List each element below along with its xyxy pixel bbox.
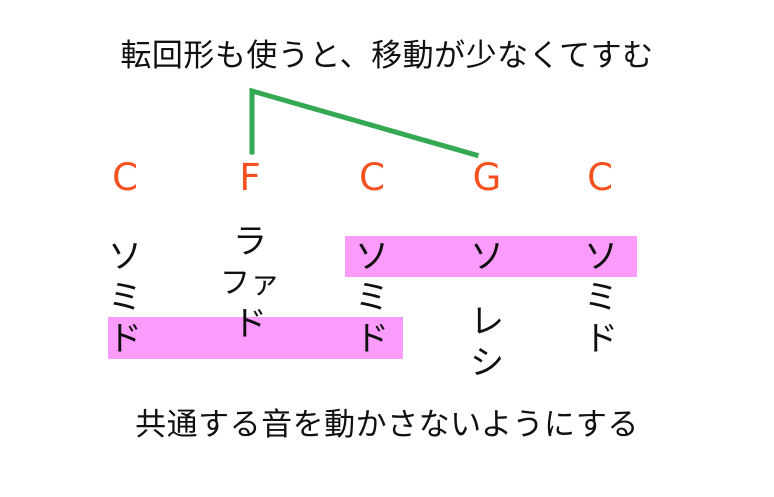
note-stack-5: ソ ミ ド bbox=[566, 237, 636, 360]
note-4-middle: レ bbox=[470, 302, 504, 342]
note-stack-1: ソ ミ ド bbox=[90, 237, 160, 360]
highlight-bar-common-so bbox=[345, 236, 637, 277]
bottom-caption: 共通する音を動かさないようにする bbox=[135, 407, 639, 443]
note-2-top: ラ bbox=[233, 222, 267, 262]
note-5-top: ソ bbox=[584, 237, 618, 277]
note-3-top: ソ bbox=[355, 237, 389, 277]
note-3-middle: ミ bbox=[355, 278, 389, 318]
note-1-bottom: ド bbox=[108, 319, 142, 359]
chord-label-4: G bbox=[472, 156, 502, 199]
note-1-middle: ミ bbox=[108, 278, 142, 318]
note-4-top: ソ bbox=[470, 237, 504, 277]
note-stack-3: ソ ミ ド bbox=[337, 237, 407, 360]
note-2-bottom: ド bbox=[233, 304, 267, 344]
note-stack-4: ソ レ シ bbox=[452, 237, 522, 384]
note-4-bottom: シ bbox=[470, 343, 504, 383]
chord-label-2: F bbox=[239, 156, 261, 199]
chord-label-5: C bbox=[587, 156, 613, 199]
note-5-middle: ミ bbox=[584, 278, 618, 318]
note-stack-2: ラ ファ ド bbox=[215, 222, 285, 345]
note-2-middle: ファ bbox=[220, 266, 280, 301]
top-caption: 転回形も使うと、移動が少なくてすむ bbox=[120, 38, 654, 74]
chord-label-1: C bbox=[112, 156, 138, 199]
note-3-bottom: ド bbox=[355, 319, 389, 359]
highlight-bar-common-do bbox=[108, 317, 403, 359]
chord-symbol-row: C F C G C bbox=[68, 158, 688, 202]
chord-label-3: C bbox=[359, 156, 385, 199]
note-5-bottom: ド bbox=[584, 319, 618, 359]
note-1-top: ソ bbox=[108, 237, 142, 277]
